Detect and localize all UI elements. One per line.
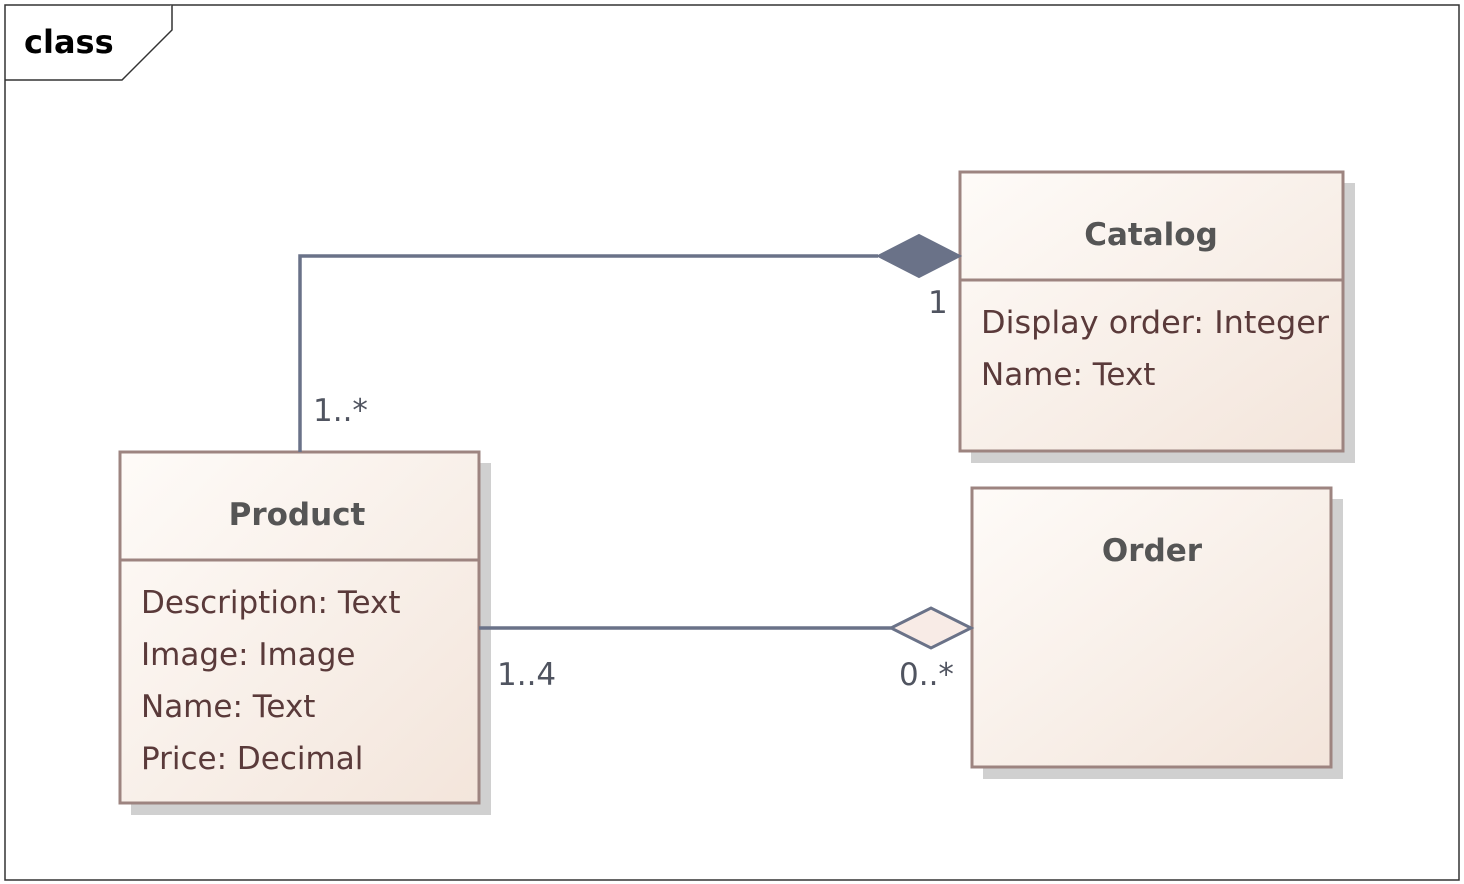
- multiplicity-order-end: 0..*: [899, 657, 954, 693]
- association-order-product[interactable]: 1..4 0..*: [479, 606, 975, 693]
- class-catalog[interactable]: Catalog Display order: Integer Name: Tex…: [958, 170, 1355, 463]
- class-attribute: Price: Decimal: [141, 741, 363, 777]
- multiplicity-catalog-end: 1: [928, 285, 948, 321]
- class-box: [958, 170, 1345, 453]
- class-box: [970, 486, 1333, 769]
- multiplicity-product-end: 1..*: [313, 393, 368, 429]
- class-name: Product: [229, 497, 366, 533]
- class-attribute: Display order: Integer: [981, 305, 1329, 341]
- class-attribute: Name: Text: [141, 689, 315, 725]
- aggregation-diamond: [887, 606, 975, 650]
- class-name: Order: [1102, 533, 1203, 569]
- class-attribute: Description: Text: [141, 585, 401, 621]
- class-attribute: Image: Image: [141, 637, 355, 673]
- class-attribute: Name: Text: [981, 357, 1155, 393]
- association-line: [298, 254, 878, 452]
- composition-diamond: [875, 233, 963, 279]
- association-catalog-product[interactable]: 1 1..*: [298, 233, 963, 452]
- frame-label: class: [24, 23, 114, 61]
- class-order[interactable]: Order: [970, 486, 1343, 779]
- class-name: Catalog: [1084, 217, 1218, 253]
- class-product[interactable]: Product Description: Text Image: Image N…: [118, 450, 491, 815]
- multiplicity-product-end: 1..4: [497, 657, 556, 693]
- frame-label-tab: [5, 5, 173, 81]
